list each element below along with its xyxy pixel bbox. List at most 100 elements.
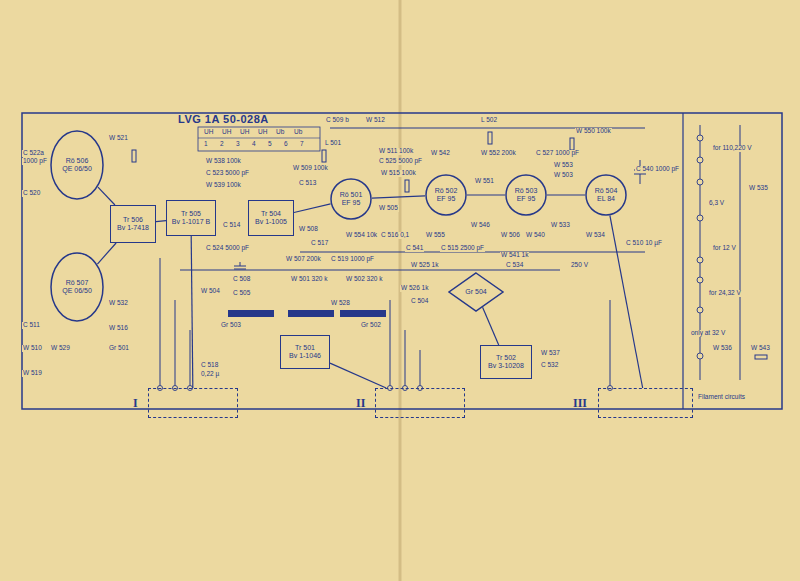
part-name: Rö 503 — [515, 187, 538, 195]
resistor-symbol — [488, 132, 492, 144]
component-label: W 536 — [712, 345, 733, 352]
component-label: W 540 — [525, 232, 546, 239]
transformer-box: Tr 504Bv 1-1005 — [248, 200, 294, 236]
component-label: C 505 — [232, 290, 251, 297]
component-label: C 519 1000 pF — [330, 256, 375, 263]
part-type: Bv 3-10208 — [488, 362, 524, 370]
component-label: W 501 320 k — [290, 276, 329, 283]
text-group: Tr 501Bv 1-1046 — [289, 344, 321, 360]
component-label: W 554 10k — [345, 232, 378, 239]
component-label: Filament circuits — [697, 394, 746, 401]
section-divider — [682, 113, 683, 409]
part-type: EF 95 — [342, 199, 361, 207]
component-label: 4 — [251, 141, 257, 148]
text-group: Rö 504EL 84 — [595, 187, 618, 203]
wire-connector — [191, 236, 193, 388]
component-label: UH — [221, 129, 232, 136]
terminal — [697, 307, 703, 313]
text-group: Gr 504 — [465, 288, 486, 296]
part-name: Tr 504 — [261, 210, 281, 218]
wire-connector — [547, 194, 585, 195]
component-label: W 516 — [108, 325, 129, 332]
component-label: W 509 100k — [292, 165, 329, 172]
bridge-symbol — [449, 273, 503, 311]
resistor-symbol — [322, 150, 326, 162]
component-label: W 539 100k — [205, 182, 242, 189]
text-group: Rö 501EF 95 — [340, 191, 363, 207]
component-label: W 506 — [500, 232, 521, 239]
component-label: only at 32 V — [690, 330, 726, 337]
part-type: EF 95 — [517, 195, 536, 203]
part-name: Tr 501 — [295, 344, 315, 352]
component-label: Ub — [275, 129, 285, 136]
component-label: W 542 — [430, 150, 451, 157]
component-label: W 521 — [108, 135, 129, 142]
tube-symbol: Rö 506QE 06/50 — [50, 130, 104, 200]
transformer-core — [340, 310, 386, 317]
terminal — [697, 257, 703, 263]
component-label: C 541 — [405, 245, 424, 252]
component-label: UH — [257, 129, 268, 136]
component-label: Gr 503 — [220, 322, 242, 329]
component-label: C 517 — [310, 240, 329, 247]
component-label: C 509 b — [325, 117, 350, 124]
tube-symbol: Rö 507QE 06/50 — [50, 252, 104, 322]
tube-symbol: Rö 503EF 95 — [505, 174, 547, 216]
component-label: C 514 — [222, 222, 241, 229]
part-name: Tr 505 — [181, 210, 201, 218]
part-type: QE 06/50 — [62, 165, 92, 173]
component-label: 5 — [267, 141, 273, 148]
terminal — [697, 353, 703, 359]
transformer-core — [288, 310, 334, 317]
transformer-box: Tr 501Bv 1-1046 — [280, 335, 330, 369]
component-label: 1000 pF — [22, 158, 48, 165]
part-type: EF 95 — [437, 195, 456, 203]
component-label: C 513 — [298, 180, 317, 187]
wire-connector — [330, 363, 386, 388]
component-label: C 534 — [505, 262, 524, 269]
component-label: W 551 — [474, 178, 495, 185]
component-label: 2 — [219, 141, 225, 148]
component-label: W 510 — [22, 345, 43, 352]
component-label: W 505 — [378, 205, 399, 212]
voltage-table — [198, 127, 320, 151]
component-label: L 502 — [480, 117, 498, 124]
tube-envelope — [51, 131, 103, 199]
terminal — [697, 277, 703, 283]
part-name: Rö 507 — [66, 279, 89, 287]
text-group: Rö 506QE 06/50 — [62, 157, 92, 173]
connector-block: III — [598, 388, 693, 418]
frame-border — [22, 113, 782, 409]
component-label: for 24,32 V — [708, 290, 742, 297]
terminal — [697, 157, 703, 163]
component-label: W 555 — [425, 232, 446, 239]
connector-block: I — [148, 388, 238, 418]
part-type: Bv 1-1046 — [289, 352, 321, 360]
diagram-title: LVG 1A 50-028A — [178, 113, 269, 125]
wire-connector — [97, 243, 116, 264]
tube-symbol: Rö 501EF 95 — [330, 178, 372, 220]
component-label: 7 — [299, 141, 305, 148]
resistor-symbol — [132, 150, 136, 162]
component-label: W 534 — [585, 232, 606, 239]
terminal — [697, 215, 703, 221]
text-group: Tr 504Bv 1-1005 — [255, 210, 287, 226]
text-group: Tr 505Bv 1-1017 B — [172, 210, 211, 226]
component-label: W 526 1k — [400, 285, 429, 292]
component-label: UH — [239, 129, 250, 136]
tube-symbol: Rö 504EL 84 — [585, 174, 627, 216]
part-type: QE 06/50 — [62, 287, 92, 295]
component-label: C 527 1000 pF — [535, 150, 580, 157]
component-label: W 528 — [330, 300, 351, 307]
component-label: C 540 1000 pF — [635, 166, 680, 173]
resistor-symbol — [570, 138, 574, 150]
component-label: W 519 — [22, 370, 43, 377]
part-type: Bv 1-7418 — [117, 224, 149, 232]
component-label: C 525 5000 pF — [378, 158, 423, 165]
text-group: Tr 502Bv 3-10208 — [488, 354, 524, 370]
wire-connector — [98, 187, 115, 205]
component-label: W 537 — [540, 350, 561, 357]
part-type: Bv 1-1005 — [255, 218, 287, 226]
terminal-row — [158, 135, 704, 391]
component-label: W 541 1k — [500, 252, 529, 259]
